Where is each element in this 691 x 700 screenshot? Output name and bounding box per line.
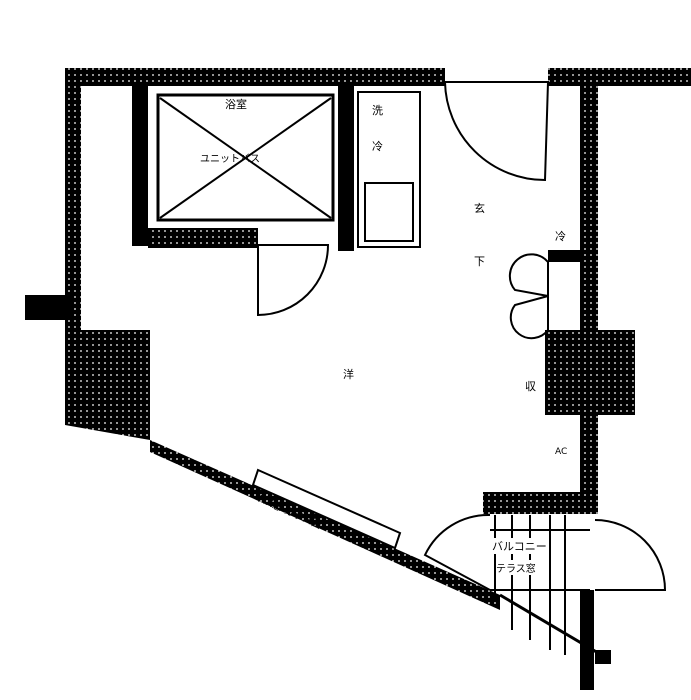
balcony-door-left[interactable] [423,513,491,591]
wall-top [65,68,445,86]
closet-door[interactable] [508,253,549,340]
wall-left [65,68,81,338]
entry-label: 玄 [474,202,485,215]
bath-door[interactable] [257,244,330,317]
balcony-post [595,650,611,664]
bathtub [156,93,335,222]
wash-label: 洗 [372,104,383,117]
wash-counter [357,91,421,248]
window-wall [150,440,500,610]
column-left [65,330,150,425]
bath-label: 浴室 [225,98,247,111]
sink [364,182,414,242]
wall-balcony-top [483,492,598,514]
entry-door[interactable] [444,81,550,182]
bath-sub-label: ユニットバス [200,154,260,165]
window-glass [251,468,402,550]
balcony-label: バルコニー [492,538,547,554]
wall-bath-bottom [148,228,258,248]
balcony-sub-label: テラス窓 [496,560,536,575]
wall-closet [548,250,583,262]
entry-sub-label: 下 [474,255,485,268]
wall-bath-left [132,86,148,246]
wall-right [580,68,598,508]
balcony-door-right[interactable] [594,519,667,591]
closet-label: 収 [525,380,536,393]
column-right [545,330,635,415]
wash-sub-label: 冷 [372,140,383,153]
wall-stub-left [25,295,70,320]
wall-top-right [548,68,691,86]
wall-bath-right [338,86,354,251]
balcony-deck [490,515,590,655]
room-label: 洋 [343,368,354,381]
fridge-label: 冷 [555,230,566,243]
ac-label: AC [555,447,568,457]
wall-left-lower [65,420,150,440]
wall-balcony-right [580,590,594,690]
